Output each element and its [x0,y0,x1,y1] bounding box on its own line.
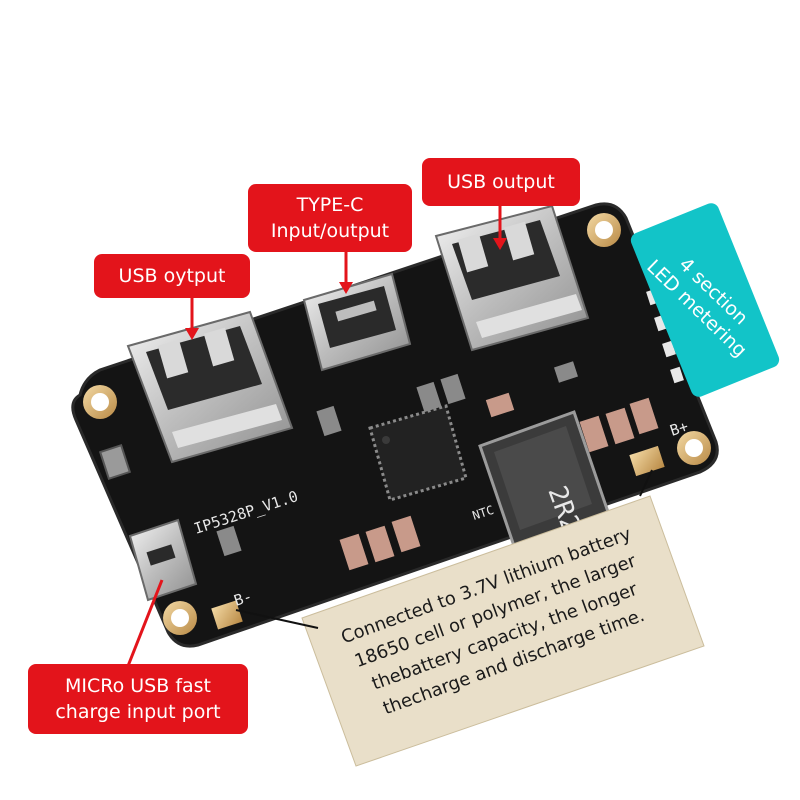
battery-pad-negative [211,600,243,630]
ic-chip [368,404,468,502]
mounting-hole [83,385,117,419]
usb-a-port-right [434,204,590,352]
battery-note-box [301,495,705,767]
callout-usb-output-right: USB output [422,158,580,206]
smd-component [554,361,578,383]
smd-component [216,525,242,557]
leader-line [235,609,319,629]
led-indicator [670,366,684,384]
smd-component [605,407,635,445]
side-button [98,444,132,480]
micro-usb-port [128,518,198,602]
battery-negative-label: B- [232,587,255,610]
smd-component [579,415,609,453]
callout-micro-usb: MICRo USB fast charge input port [28,664,248,734]
mounting-hole [677,431,711,465]
leader-arrowhead [339,282,353,294]
usb-c-port [302,272,412,372]
smd-component [485,392,515,418]
usb-a-port-left [126,310,294,464]
ntc-label: NTC [471,503,496,523]
smd-component [391,515,421,553]
battery-positive-label: B+ [668,417,691,440]
callout-type-c-line-2: Input/output [270,220,390,242]
callout-usb-output-right-text: USB output [447,171,555,193]
leader-arrowhead [493,238,507,250]
battery-pad-positive [629,445,665,477]
callout-usb-output-left: USB oytput [94,254,250,298]
mounting-hole [163,601,197,635]
callout-type-c: TYPE-C Input/output [248,184,412,252]
smd-component [629,397,659,435]
callout-micro-usb-line-2: charge input port [55,701,221,723]
smd-component [365,525,395,563]
leader-line [639,469,653,497]
smd-component [416,381,442,413]
callout-usb-output-left-text: USB oytput [118,265,226,287]
leader-arrowhead [185,328,199,340]
callout-micro-usb-line-1: MICRo USB fast [65,675,211,697]
smd-component [440,373,466,405]
mounting-hole [587,213,621,247]
leader-line [126,579,164,667]
inductor: 2R2 [478,410,610,548]
smd-component [339,533,369,571]
callout-type-c-line-1: TYPE-C [296,194,364,216]
smd-component [316,405,342,437]
